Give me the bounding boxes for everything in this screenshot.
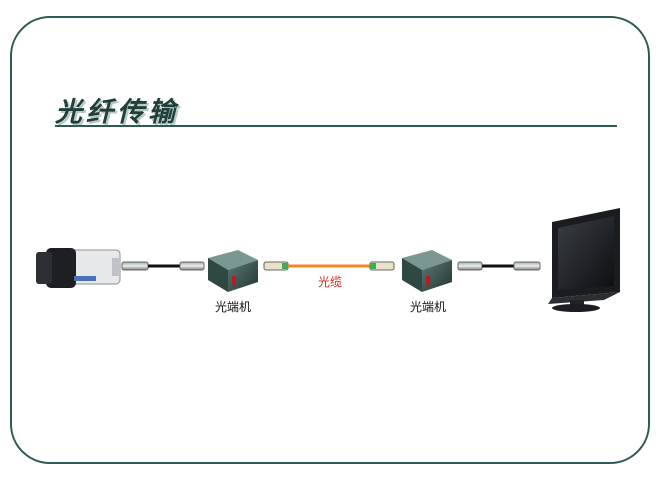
monitor-node [548,208,620,312]
transceiver-left-node: 光端机 [208,250,258,314]
transceiver-left-label: 光端机 [215,300,251,314]
fiber-cable-label: 光缆 [318,275,342,289]
transceiver-right-node: 光端机 [402,250,452,314]
slide-frame [10,16,650,464]
edge-transceiver-right-monitor [457,261,541,271]
slide-title: 光纤传输 [55,97,179,128]
edge-fiber-cable: 光缆 [263,261,395,289]
transceiver-right-label: 光端机 [410,300,446,314]
edge-camera-transceiver-left [121,261,205,271]
title-underline [55,125,617,127]
camera-node [36,248,121,288]
